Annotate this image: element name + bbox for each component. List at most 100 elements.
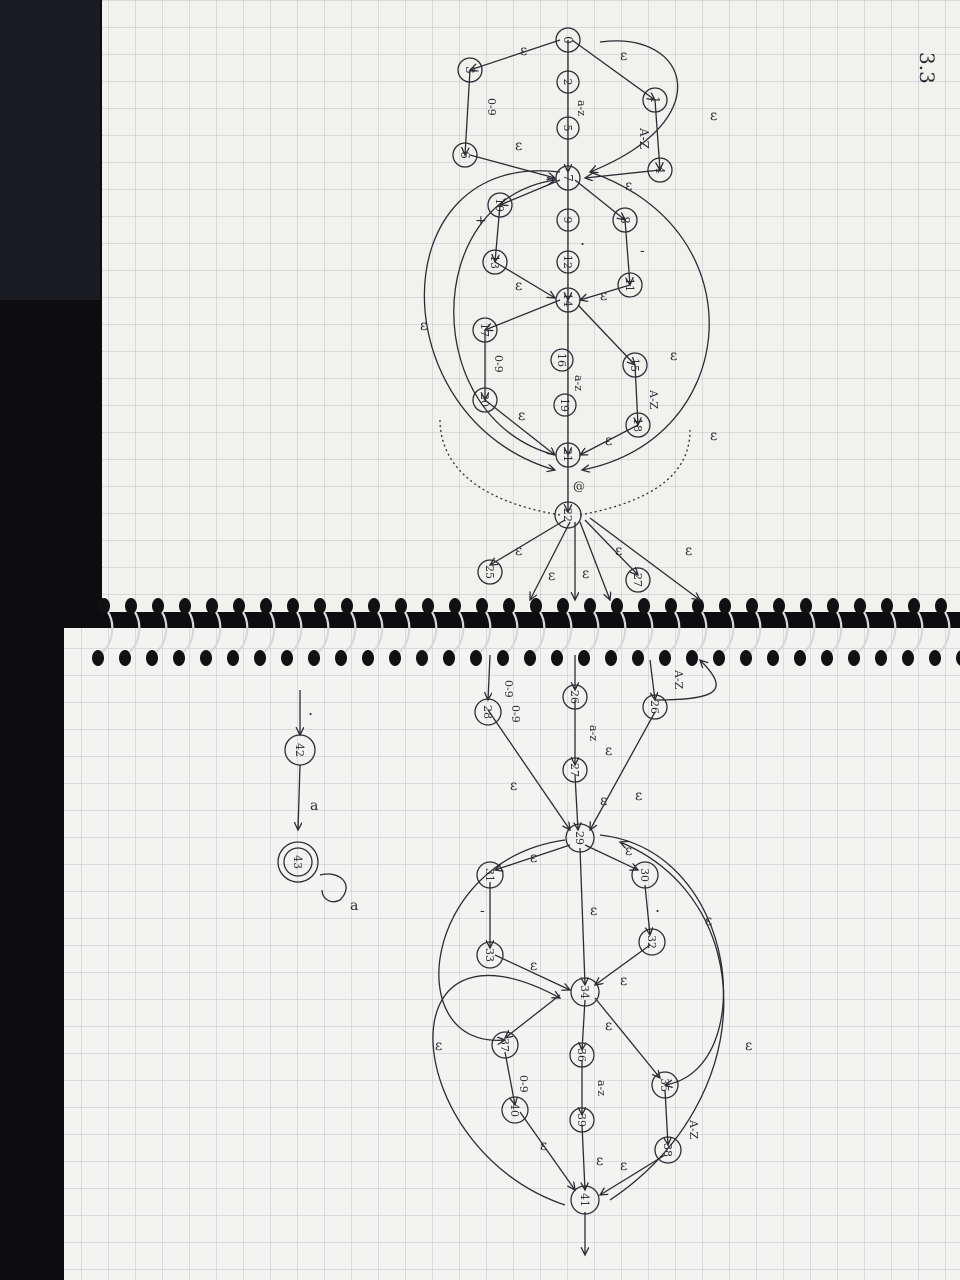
state-node: 34 [570, 977, 600, 1007]
edge-label: ε [435, 1038, 442, 1054]
edge-label: 0-9 [492, 355, 505, 373]
state-label: 4 [653, 166, 667, 174]
state-node: 36 [569, 1042, 595, 1068]
edge-label: ε [605, 433, 612, 449]
spiral-wire [614, 611, 627, 653]
binding-hole [335, 650, 347, 666]
state-label: 1 [648, 96, 662, 104]
binding-hole [98, 598, 110, 614]
edge-label: ε [710, 108, 717, 124]
binding-hole [503, 598, 515, 614]
spiral-wire [398, 611, 411, 653]
state-label: 19 [558, 398, 571, 412]
binding-hole [632, 650, 644, 666]
binding-hole [794, 650, 806, 666]
state-label: 3 [463, 66, 477, 74]
binding-hole [875, 650, 887, 666]
edge-label: ε [670, 348, 677, 364]
spiral-wire [641, 611, 654, 653]
binding-hole [254, 650, 266, 666]
binding-hole [173, 650, 185, 666]
state-node: 25 [477, 559, 503, 585]
spiral-wire [425, 611, 438, 653]
state-node: 2 [556, 70, 580, 94]
edge-label: ε [596, 1153, 603, 1169]
binding-hole [821, 650, 833, 666]
background-object [0, 0, 100, 300]
binding-hole [827, 598, 839, 614]
spiral-wire [884, 611, 897, 653]
edge-label: ε [540, 1138, 547, 1154]
binding-hole [605, 650, 617, 666]
state-node: 31 [476, 861, 504, 889]
state-label: 34 [578, 985, 591, 999]
edge-label: ε [510, 778, 517, 794]
binding-hole [470, 650, 482, 666]
edge-label: a-z [572, 375, 585, 391]
spiral-wire [722, 611, 735, 653]
state-label: 11 [623, 278, 636, 292]
state-node: 37 [491, 1031, 519, 1059]
spiral-wire [749, 611, 762, 653]
state-node: 26 [642, 694, 668, 720]
spiral-wire [317, 611, 330, 653]
state-label: 6 [458, 151, 472, 159]
binding-hole [416, 650, 428, 666]
spiral-wire [695, 611, 708, 653]
spiral-wire [506, 611, 519, 653]
state-node: 21 [555, 442, 581, 468]
binding-hole [659, 650, 671, 666]
edge-label: . [580, 230, 585, 249]
edge-label: a-z [587, 725, 600, 741]
binding-hole [557, 598, 569, 614]
state-node: 28 [474, 698, 502, 726]
binding-hole [929, 650, 941, 666]
state-label: 18 [631, 418, 644, 432]
spiral-wire [236, 611, 249, 653]
spiral-wire [371, 611, 384, 653]
state-label: 13 [488, 255, 501, 269]
state-node: 16 [550, 348, 574, 372]
edge-label: ε [625, 178, 632, 194]
edge-label: a-z [575, 100, 588, 116]
edge-label: A-Z [637, 127, 651, 149]
state-node: 41 [570, 1185, 600, 1215]
edge-label: ε [620, 973, 627, 989]
edge-label: ε [530, 958, 537, 974]
state-node: 6 [452, 142, 478, 168]
spiral-wire [344, 611, 357, 653]
binding-hole [260, 598, 272, 614]
binding-hole [767, 650, 779, 666]
binding-hole [422, 598, 434, 614]
state-label: 17 [478, 323, 491, 337]
state-node: 0 [555, 27, 581, 53]
binding-hole [476, 598, 488, 614]
bottom-page [64, 628, 960, 1280]
binding-hole [179, 598, 191, 614]
binding-hole [638, 598, 650, 614]
state-label: 36 [575, 1048, 588, 1062]
spiral-wire [668, 611, 681, 653]
state-label: 26 [568, 690, 581, 704]
state-node: 8 [612, 207, 638, 233]
state-label: 27 [568, 763, 581, 777]
edge-label: ε [625, 843, 632, 859]
state-label: 14 [561, 293, 574, 307]
edge-label: . [655, 897, 660, 916]
state-label: 38 [661, 1143, 674, 1157]
state-node: 3 [457, 57, 483, 83]
binding-hole [956, 650, 960, 666]
state-node: 42 [284, 734, 316, 766]
binding-hole [746, 598, 758, 614]
state-label: 43 [291, 855, 304, 869]
edge-label: a [350, 898, 358, 914]
binding-hole [206, 598, 218, 614]
spiral-wire [803, 611, 816, 653]
state-label: 31 [483, 868, 496, 882]
state-label: 26 [648, 700, 661, 714]
spiral-wire [128, 611, 141, 653]
top-edge-labels: ε ε ε a-z A-Z 0-9 ε ε . - + ε ε ε 0-9 a-… [420, 43, 717, 584]
state-node: 40 [501, 1096, 529, 1124]
edge-label: ε [600, 288, 607, 304]
